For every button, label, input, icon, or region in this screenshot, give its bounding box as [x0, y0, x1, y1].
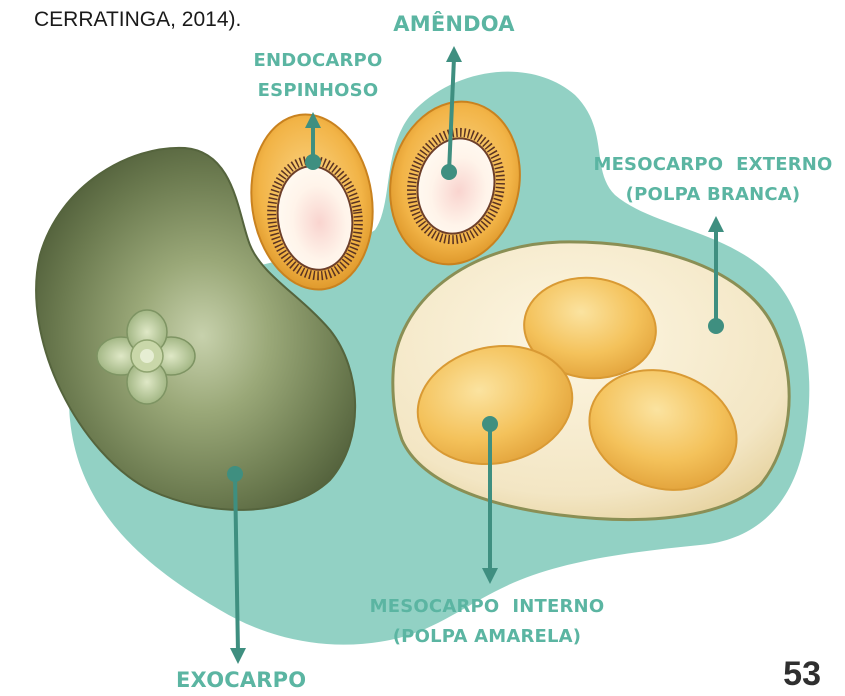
label-mesocarpo-externo: MESOCARPO EXTERNO (POLPA BRANCA) — [588, 150, 838, 210]
source-caption: CERRATINGA, 2014). — [34, 8, 241, 32]
label-exocarpo: EXOCARPO — [176, 668, 306, 692]
label-mesocarpo-interno-line1: MESOCARPO INTERNO — [352, 592, 622, 622]
label-endocarpo-line2: ESPINHOSO — [238, 76, 398, 106]
page-number: 53 — [783, 655, 821, 694]
label-mesocarpo-interno: MESOCARPO INTERNO (POLPA AMARELA) — [352, 592, 622, 652]
label-mesocarpo-externo-line1: MESOCARPO EXTERNO — [588, 150, 838, 180]
label-mesocarpo-interno-line2: (POLPA AMARELA) — [352, 622, 622, 652]
label-amendoa: AMÊNDOA — [384, 12, 524, 36]
label-endocarpo-line1: ENDOCARPO — [238, 46, 398, 76]
label-mesocarpo-externo-line2: (POLPA BRANCA) — [588, 180, 838, 210]
label-endocarpo: ENDOCARPO ESPINHOSO — [238, 46, 398, 106]
